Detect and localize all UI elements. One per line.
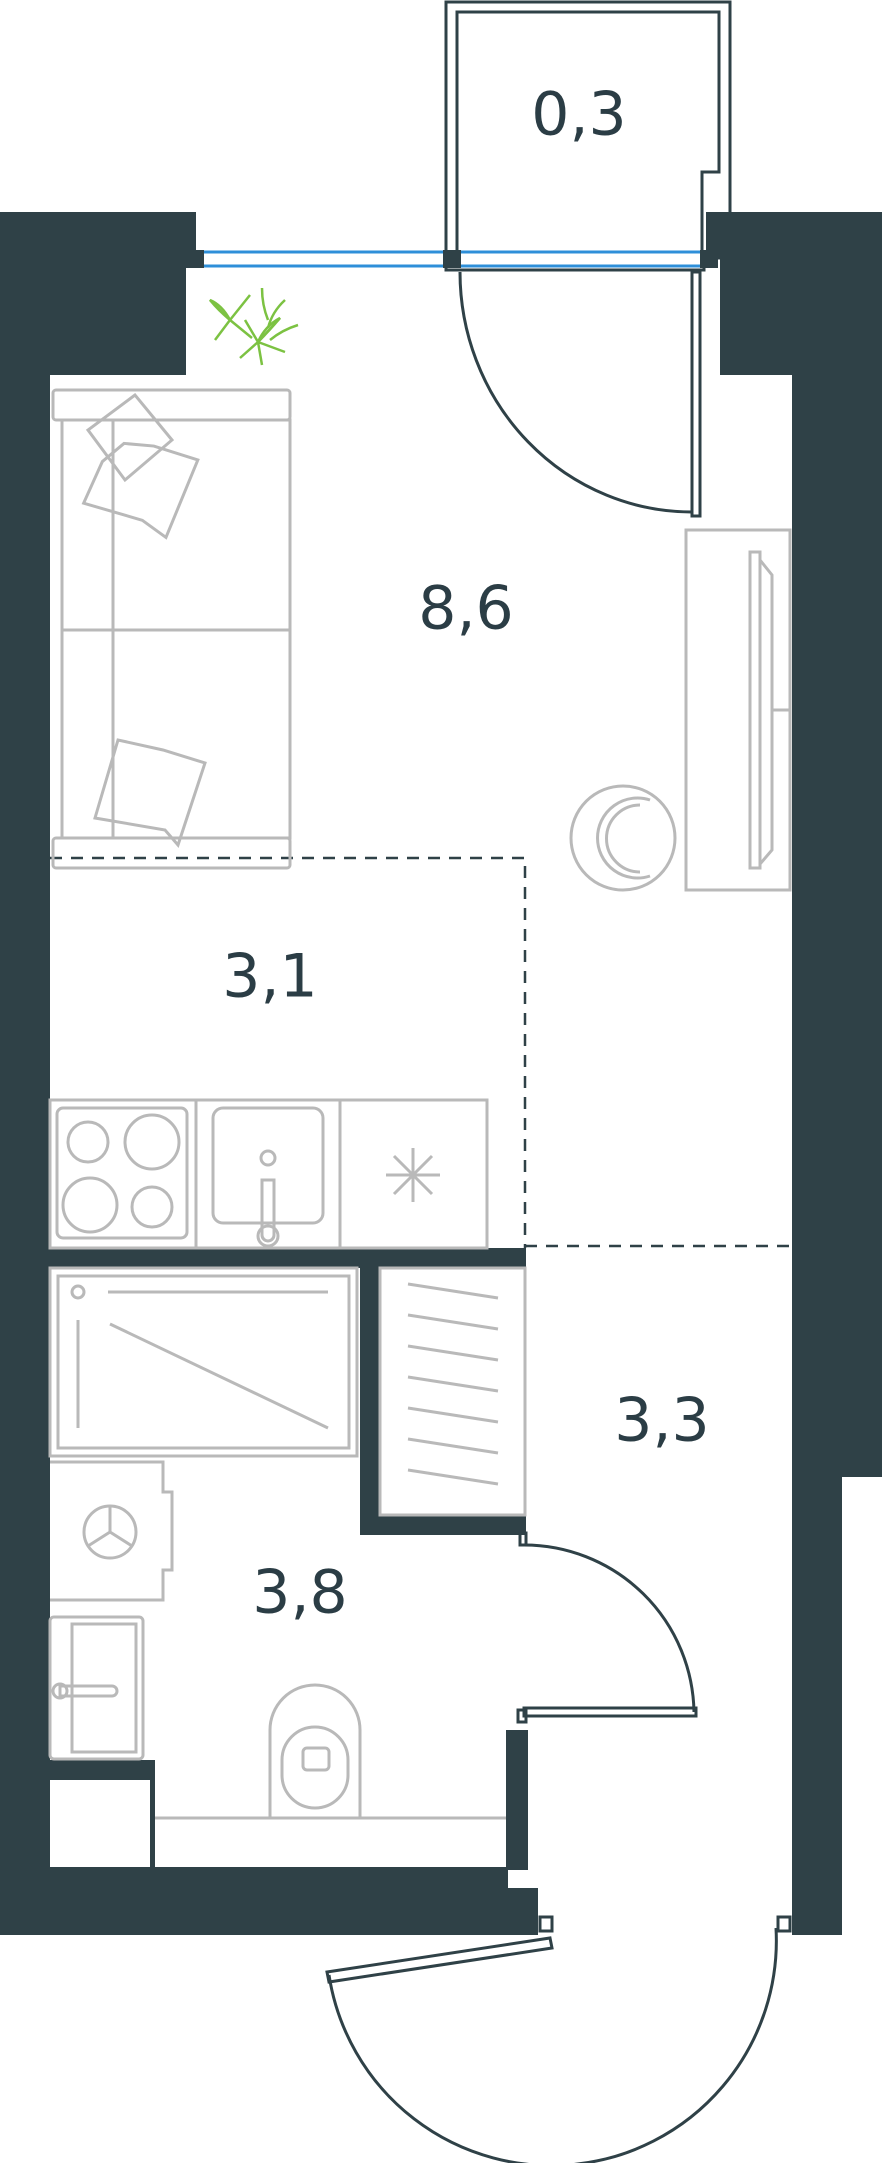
washing-machine [50,1460,174,1602]
wardrobe [378,1266,527,1517]
bathtub [48,1266,359,1458]
bathroom-area: 3,8 [252,1558,347,1628]
living-area: 8,6 [418,574,513,644]
kitchen-area: 3,1 [222,942,317,1012]
zone-lines [50,856,792,1248]
bathroom-sink [48,1615,145,1761]
kitchen-sink [211,1106,325,1248]
bathroom-door[interactable] [516,1531,698,1724]
entrance-door[interactable] [325,1915,792,2163]
plant-icon [209,287,299,366]
hall-area: 3,3 [614,1386,709,1456]
interior-walls [50,1248,528,1870]
fridge-icon [386,1148,440,1202]
chair [569,784,677,892]
cooktop [55,1106,189,1240]
sofa [51,388,292,870]
kitchen-units [48,1098,489,1250]
window [204,250,700,268]
balcony-door[interactable] [458,270,702,518]
toilet [155,1683,506,1820]
tv-unit [684,528,792,892]
balcony-area: 0,3 [531,80,626,150]
exterior-walls [0,212,882,1935]
